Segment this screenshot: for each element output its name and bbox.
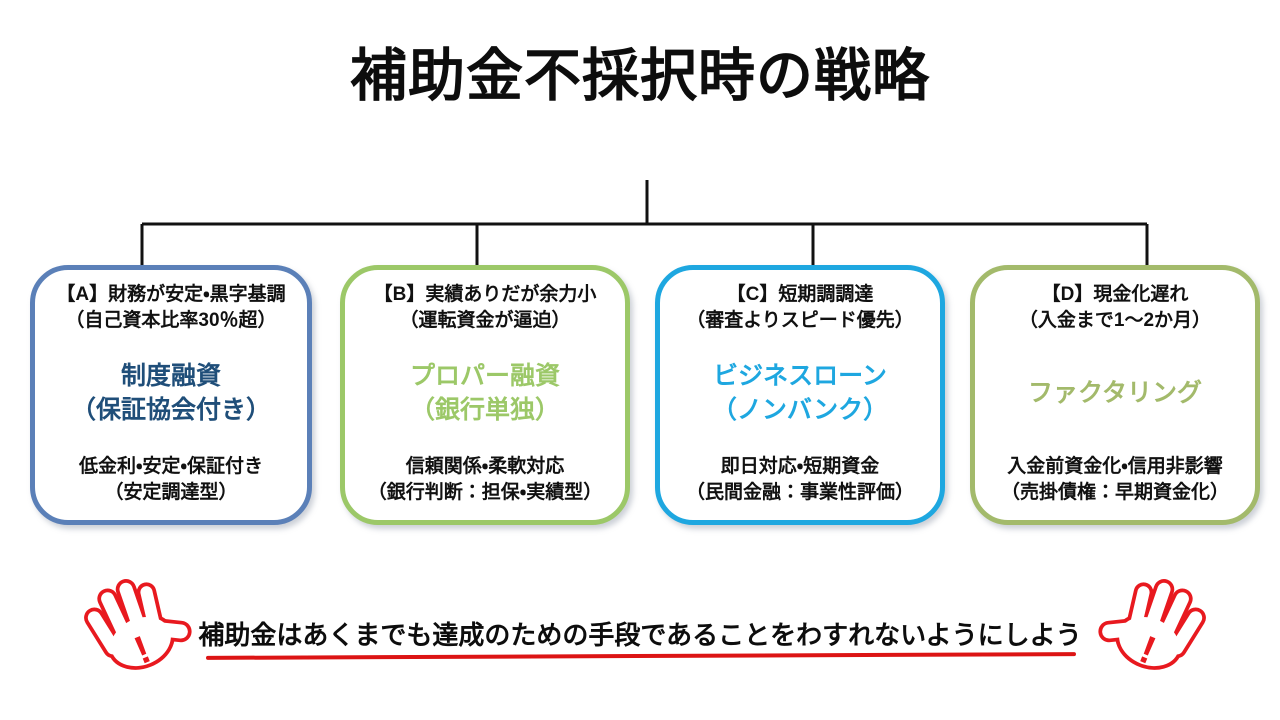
box-b-benefit-line2: （銀行判断：担保・実績型） (367, 481, 603, 503)
page-title: 補助金不採択時の戦略 (350, 44, 930, 108)
box-c-benefit-line1: 即日対応・短期資金 (720, 455, 880, 477)
stop-hand-icon-right (1092, 566, 1212, 678)
box-d-condition: 【D】現金化遅れ （入金まで1〜2か月） (1019, 282, 1211, 334)
box-d-condition-line1: 【D】現金化遅れ (1041, 284, 1189, 305)
box-d-solution: ファクタリング (1028, 334, 1202, 453)
box-d-benefit-line2: （売掛債権：早期資金化） (1000, 481, 1229, 503)
box-c-condition-line1: 【C】短期調調達 (726, 284, 874, 305)
box-c-condition: 【C】短期調調達 （審査よりスピード優先） (686, 282, 914, 334)
note-underline (205, 652, 1077, 660)
box-b-solution-line1: プロパー融資 (409, 362, 560, 391)
box-a-benefit: 低金利・安定・保証付き （安定調達型） (79, 454, 263, 506)
box-a-benefit-line2: （安定調達型） (104, 481, 238, 503)
box-a-condition-line1: 【A】財務が安定・黒字基調 (56, 284, 286, 305)
box-a-condition: 【A】財務が安定・黒字基調 （自己資本比率30％超） (56, 282, 285, 334)
box-c-solution-line1: ビジネスローン (713, 362, 887, 391)
box-b-condition: 【B】実績ありだが余力小 （運転資金が逼迫） (374, 282, 597, 334)
box-c-benefit: 即日対応・短期資金 （民間金融：事業性評価） (686, 454, 914, 506)
box-b-solution: プロパー融資 （銀行単独） (410, 334, 560, 453)
strategy-box-a: 【A】財務が安定・黒字基調 （自己資本比率30％超） 制度融資 （保証協会付き）… (30, 265, 312, 525)
box-c-condition-line2: （審査よりスピード優先） (686, 310, 914, 332)
strategy-box-b: 【B】実績ありだが余力小 （運転資金が逼迫） プロパー融資 （銀行単独） 信頼関… (340, 265, 630, 525)
box-d-benefit-line1: 入金前資金化・信用非影響 (1007, 455, 1223, 477)
box-c-solution: ビジネスローン （ノンバンク） (712, 334, 888, 453)
strategy-box-d: 【D】現金化遅れ （入金まで1〜2か月） ファクタリング 入金前資金化・信用非影… (970, 265, 1260, 525)
box-b-condition-line2: （運転資金が逼迫） (399, 310, 571, 332)
strategy-box-c: 【C】短期調調達 （審査よりスピード優先） ビジネスローン （ノンバンク） 即日… (655, 265, 945, 525)
box-a-condition-line2: （自己資本比率30％超） (65, 310, 277, 332)
box-c-solution-line2: （ノンバンク） (711, 396, 889, 424)
box-c-benefit-line2: （民間金融：事業性評価） (685, 481, 914, 503)
box-a-benefit-line1: 低金利・安定・保証付き (79, 455, 263, 477)
note-text: 補助金はあくまでも達成のための手段であることをわすれないようにしよう (198, 620, 1082, 650)
box-b-solution-line2: （銀行単独） (409, 396, 560, 424)
box-d-condition-line2: （入金まで1〜2か月） (1018, 310, 1212, 332)
box-d-benefit: 入金前資金化・信用非影響 （売掛債権：早期資金化） (1001, 454, 1229, 506)
box-a-solution-line1: 制度融資 (120, 362, 221, 391)
box-d-solution-line1: ファクタリング (1027, 379, 1202, 408)
stop-hand-icon-left (78, 566, 198, 678)
box-b-condition-line1: 【B】実績ありだが余力小 (373, 284, 597, 305)
box-a-solution-line2: （保証協会付き） (70, 396, 271, 424)
connector-lines (140, 180, 1149, 266)
box-a-solution: 制度融資 （保証協会付き） (71, 334, 271, 453)
box-b-benefit: 信頼関係・柔軟対応 （銀行判断：担保・実績型） (368, 454, 602, 506)
box-b-benefit-line1: 信頼関係・柔軟対応 (405, 455, 565, 477)
